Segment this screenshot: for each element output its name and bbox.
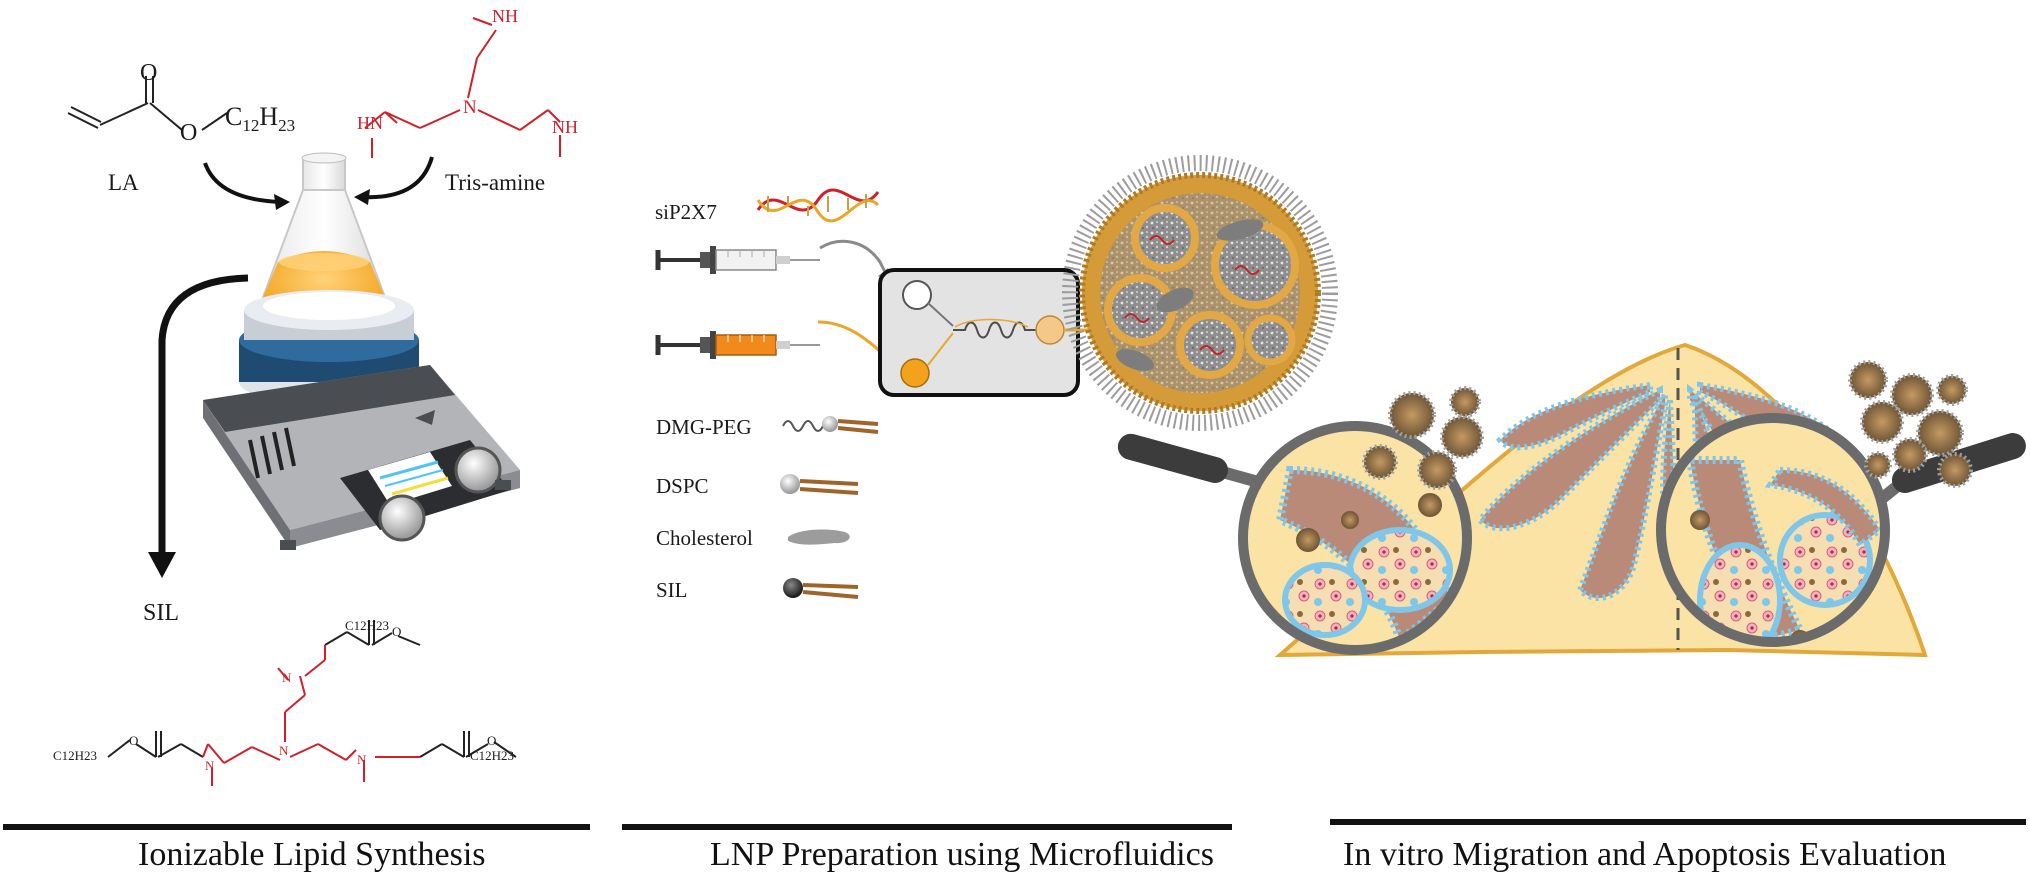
section-title-synthesis: Ionizable Lipid Synthesis (138, 836, 486, 873)
la-carbonyl-oxygen: O (140, 60, 158, 86)
tubing-sirna (819, 239, 890, 279)
section-divider-evaluation (1330, 819, 2026, 825)
la-chain-formula: C12H23 (225, 102, 296, 136)
sil-chain-left: C12H23 (53, 748, 98, 763)
tris-amine-nh-top: NH (492, 6, 518, 26)
legend-icon-cholesterol (788, 529, 850, 545)
section-title-lnp: LNP Preparation using Microfluidics (710, 836, 1214, 873)
payload-label: siP2X7 (655, 200, 717, 224)
evaluation-panel (1117, 342, 2026, 658)
sil-ester-o-right: O (487, 733, 497, 748)
lnp-panel (655, 155, 1338, 599)
la-label: LA (108, 170, 139, 195)
magnifier-left-icon (1117, 421, 1472, 655)
sil-n-center: N (279, 743, 289, 758)
sil-n-right: N (357, 752, 367, 767)
lnp-particle-icon (1062, 155, 1338, 431)
tris-amine-n-center: N (463, 97, 477, 118)
tris-amine-hn-left: HN (357, 113, 383, 133)
sil-n-left: N (205, 758, 215, 773)
microfluidic-chip (878, 268, 1118, 397)
tris-amine-nh-right: NH (552, 117, 578, 137)
legend-label-cholesterol: Cholesterol (656, 526, 753, 550)
legend-label-sil: SIL (656, 578, 688, 602)
la-ester-oxygen: O (180, 120, 198, 146)
tris-amine-structure (364, 17, 561, 158)
section-divider-lnp (622, 824, 1232, 830)
syringe-lipid-icon (655, 331, 820, 359)
hotplate-icon (203, 290, 520, 550)
legend-label-dmg-peg: DMG-PEG (656, 415, 752, 439)
legend-label-dspc: DSPC (656, 474, 709, 498)
legend-icon-sil (783, 578, 859, 599)
section-divider-synthesis (3, 824, 590, 830)
sil-ester-o-left: O (129, 733, 139, 748)
tris-amine-label: Tris-amine (445, 170, 546, 195)
sil-structure (107, 620, 517, 786)
sil-chain-right: C12H23 (470, 748, 515, 763)
legend-icon-dspc (780, 474, 859, 495)
reaction-arrows (203, 156, 434, 204)
synthesis-down-arrow (148, 274, 249, 578)
legend-icon-dmg-peg (782, 416, 879, 434)
sil-chain-top: C12H23 (345, 618, 390, 633)
sil-n-top: N (282, 670, 292, 685)
section-title-evaluation: In vitro Migration and Apoptosis Evaluat… (1343, 836, 1947, 873)
sil-ester-o-top: O (392, 624, 402, 639)
dna-helix-icon (756, 188, 880, 223)
sil-product-label: SIL (143, 600, 179, 626)
la-structure (67, 76, 228, 131)
synthesis-panel (67, 17, 561, 786)
magnifier-right-icon (1656, 413, 2026, 647)
floating-lnp-particles (1362, 360, 1973, 490)
syringe-sirna-icon (655, 246, 820, 274)
